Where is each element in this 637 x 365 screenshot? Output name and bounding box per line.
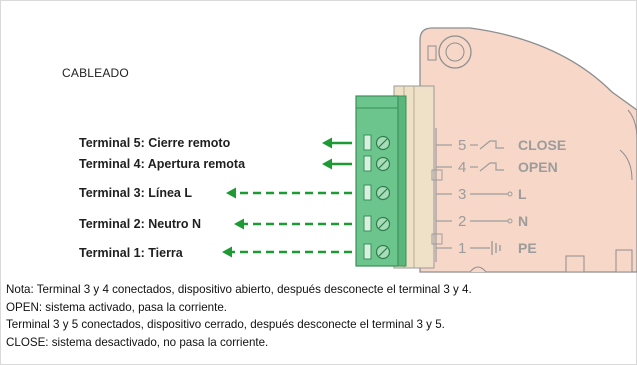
screw-slot xyxy=(363,134,372,151)
device-housing xyxy=(419,27,637,273)
note-line: CLOSE: sistema desactivado, no pasa la c… xyxy=(6,335,269,349)
wire-arrow-head xyxy=(234,218,244,230)
device-terminal-label: PE xyxy=(518,240,537,256)
terminal-screws xyxy=(363,134,391,260)
terminal-1-label: Terminal 1: Tierra xyxy=(79,246,183,260)
note-line: OPEN: sistema activado, pasa la corrient… xyxy=(6,300,228,314)
screw-slot xyxy=(363,155,372,172)
terminal-3-label: Terminal 3: Línea L xyxy=(79,186,192,200)
wire-arrow-head xyxy=(226,187,236,199)
wire-arrow-head xyxy=(322,137,332,149)
wiring-arrows xyxy=(222,137,352,258)
device-knob xyxy=(438,35,472,69)
device-terminal-labels: 5 CLOSE 4 OPEN 3 L 2 N 1 PE xyxy=(431,128,566,262)
device-terminal-number: 1 xyxy=(458,240,466,257)
screw-slot xyxy=(363,215,372,232)
device-terminal-label: L xyxy=(518,186,527,202)
terminal-5-label: Terminal 5: Cierre remoto xyxy=(79,136,231,150)
terminal-4-label: Terminal 4: Apertura remota xyxy=(79,157,246,171)
device-terminal-number: 3 xyxy=(458,186,466,203)
notes-block: Nota: Terminal 3 y 4 conectados, disposi… xyxy=(6,281,634,351)
diagram-heading: CABLEADO xyxy=(62,66,129,80)
wire-arrow-head xyxy=(222,246,232,258)
terminal-2-label: Terminal 2: Neutro N xyxy=(79,217,202,231)
terminal-block xyxy=(355,95,399,267)
note-line: Terminal 3 y 5 conectados, dispositivo c… xyxy=(6,318,445,331)
device-terminal-label: OPEN xyxy=(518,159,558,175)
device-terminal-label: CLOSE xyxy=(518,137,566,153)
note-line: Nota: Terminal 3 y 4 conectados, disposi… xyxy=(6,283,472,296)
device-terminal-label: N xyxy=(518,213,528,229)
device-terminal-number: 4 xyxy=(458,159,466,176)
screw-slot xyxy=(363,243,372,260)
wire-arrow-head xyxy=(322,158,332,170)
screw-slot xyxy=(363,184,372,201)
device-terminal-number: 2 xyxy=(458,213,466,230)
device-terminal-number: 5 xyxy=(458,137,466,154)
